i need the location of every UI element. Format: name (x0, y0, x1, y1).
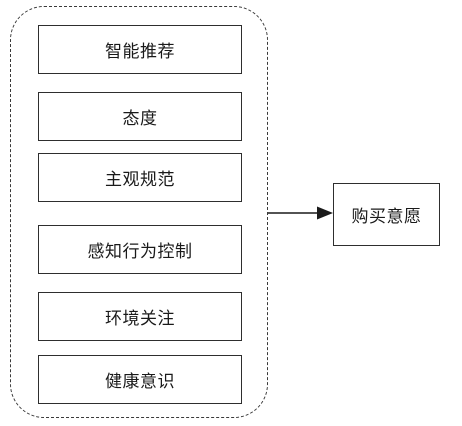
arrow-head-icon (317, 206, 333, 220)
factor-box-attitude: 态度 (38, 92, 242, 141)
factor-label: 感知行为控制 (87, 242, 193, 262)
factor-box-health-consciousness: 健康意识 (38, 355, 242, 404)
factor-box-perceived-behavioral-control: 感知行为控制 (38, 225, 242, 274)
factor-label: 环境关注 (105, 309, 175, 329)
factor-label: 智能推荐 (105, 42, 175, 62)
factor-label: 态度 (122, 109, 158, 129)
factor-label: 主观规范 (105, 170, 175, 190)
factor-box-subjective-norm: 主观规范 (38, 153, 242, 202)
factor-label: 健康意识 (105, 372, 175, 392)
factor-group-frame (10, 6, 268, 418)
factor-box-intelligent-recommendation: 智能推荐 (38, 25, 242, 74)
outcome-label: 购买意愿 (351, 207, 422, 227)
factor-box-environmental-concern: 环境关注 (38, 292, 242, 341)
outcome-box-purchase-intention: 购买意愿 (333, 183, 440, 246)
